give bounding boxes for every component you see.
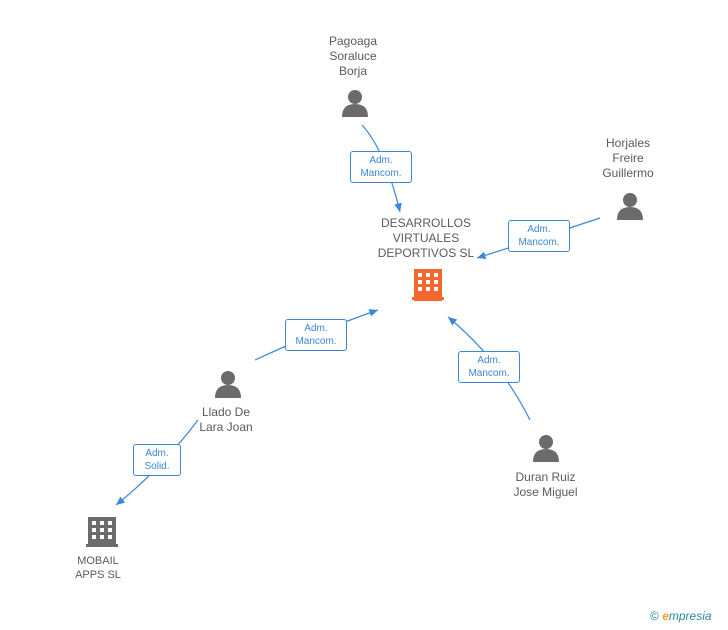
role-badge-duran[interactable]: Adm. Mancom. bbox=[458, 351, 520, 383]
duran-person-icon[interactable] bbox=[533, 435, 559, 462]
role-line2: Solid. bbox=[144, 461, 170, 472]
role-line2: Mancom. bbox=[295, 336, 337, 347]
role-line1: Adm. bbox=[145, 448, 169, 459]
copyright-brand: © empresia bbox=[650, 609, 712, 623]
role-line1: Adm. bbox=[527, 224, 551, 235]
role-badge-horjales[interactable]: Adm. Mancom. bbox=[508, 220, 570, 252]
mobail-company-building-icon[interactable] bbox=[86, 517, 118, 547]
role-line2: Mancom. bbox=[468, 368, 510, 379]
brand-logo-text: mpresia bbox=[668, 609, 712, 623]
duran-person-label[interactable]: Duran Ruiz Jose Miguel bbox=[513, 470, 578, 499]
role-line1: Adm. bbox=[477, 355, 501, 366]
pagoaga-person-icon[interactable] bbox=[342, 90, 368, 117]
llado-person-label[interactable]: Llado De Lara Joan bbox=[199, 405, 253, 434]
role-badge-llado[interactable]: Adm. Mancom. bbox=[285, 319, 347, 351]
role-line2: Mancom. bbox=[360, 168, 402, 179]
horjales-person-icon[interactable] bbox=[617, 193, 643, 220]
center-company-label[interactable]: DESARROLLOS VIRTUALES DEPORTIVOS SL bbox=[377, 216, 475, 260]
role-line2: Mancom. bbox=[518, 237, 560, 248]
role-line1: Adm. bbox=[304, 323, 328, 334]
brand-logo-e: e bbox=[662, 609, 669, 623]
llado-person-icon[interactable] bbox=[215, 371, 241, 398]
pagoaga-person-label[interactable]: Pagoaga Soraluce Borja bbox=[328, 34, 378, 78]
role-line1: Adm. bbox=[369, 155, 393, 166]
center-company-building-icon[interactable] bbox=[412, 269, 444, 301]
role-badge-pagoaga[interactable]: Adm. Mancom. bbox=[350, 151, 412, 183]
horjales-person-label[interactable]: Horjales Freire Guillermo bbox=[602, 136, 654, 180]
role-badge-llado-mobail[interactable]: Adm. Solid. bbox=[133, 444, 181, 476]
copyright-symbol: © bbox=[650, 609, 659, 623]
mobail-company-label[interactable]: MOBAIL APPS SL bbox=[75, 555, 121, 581]
